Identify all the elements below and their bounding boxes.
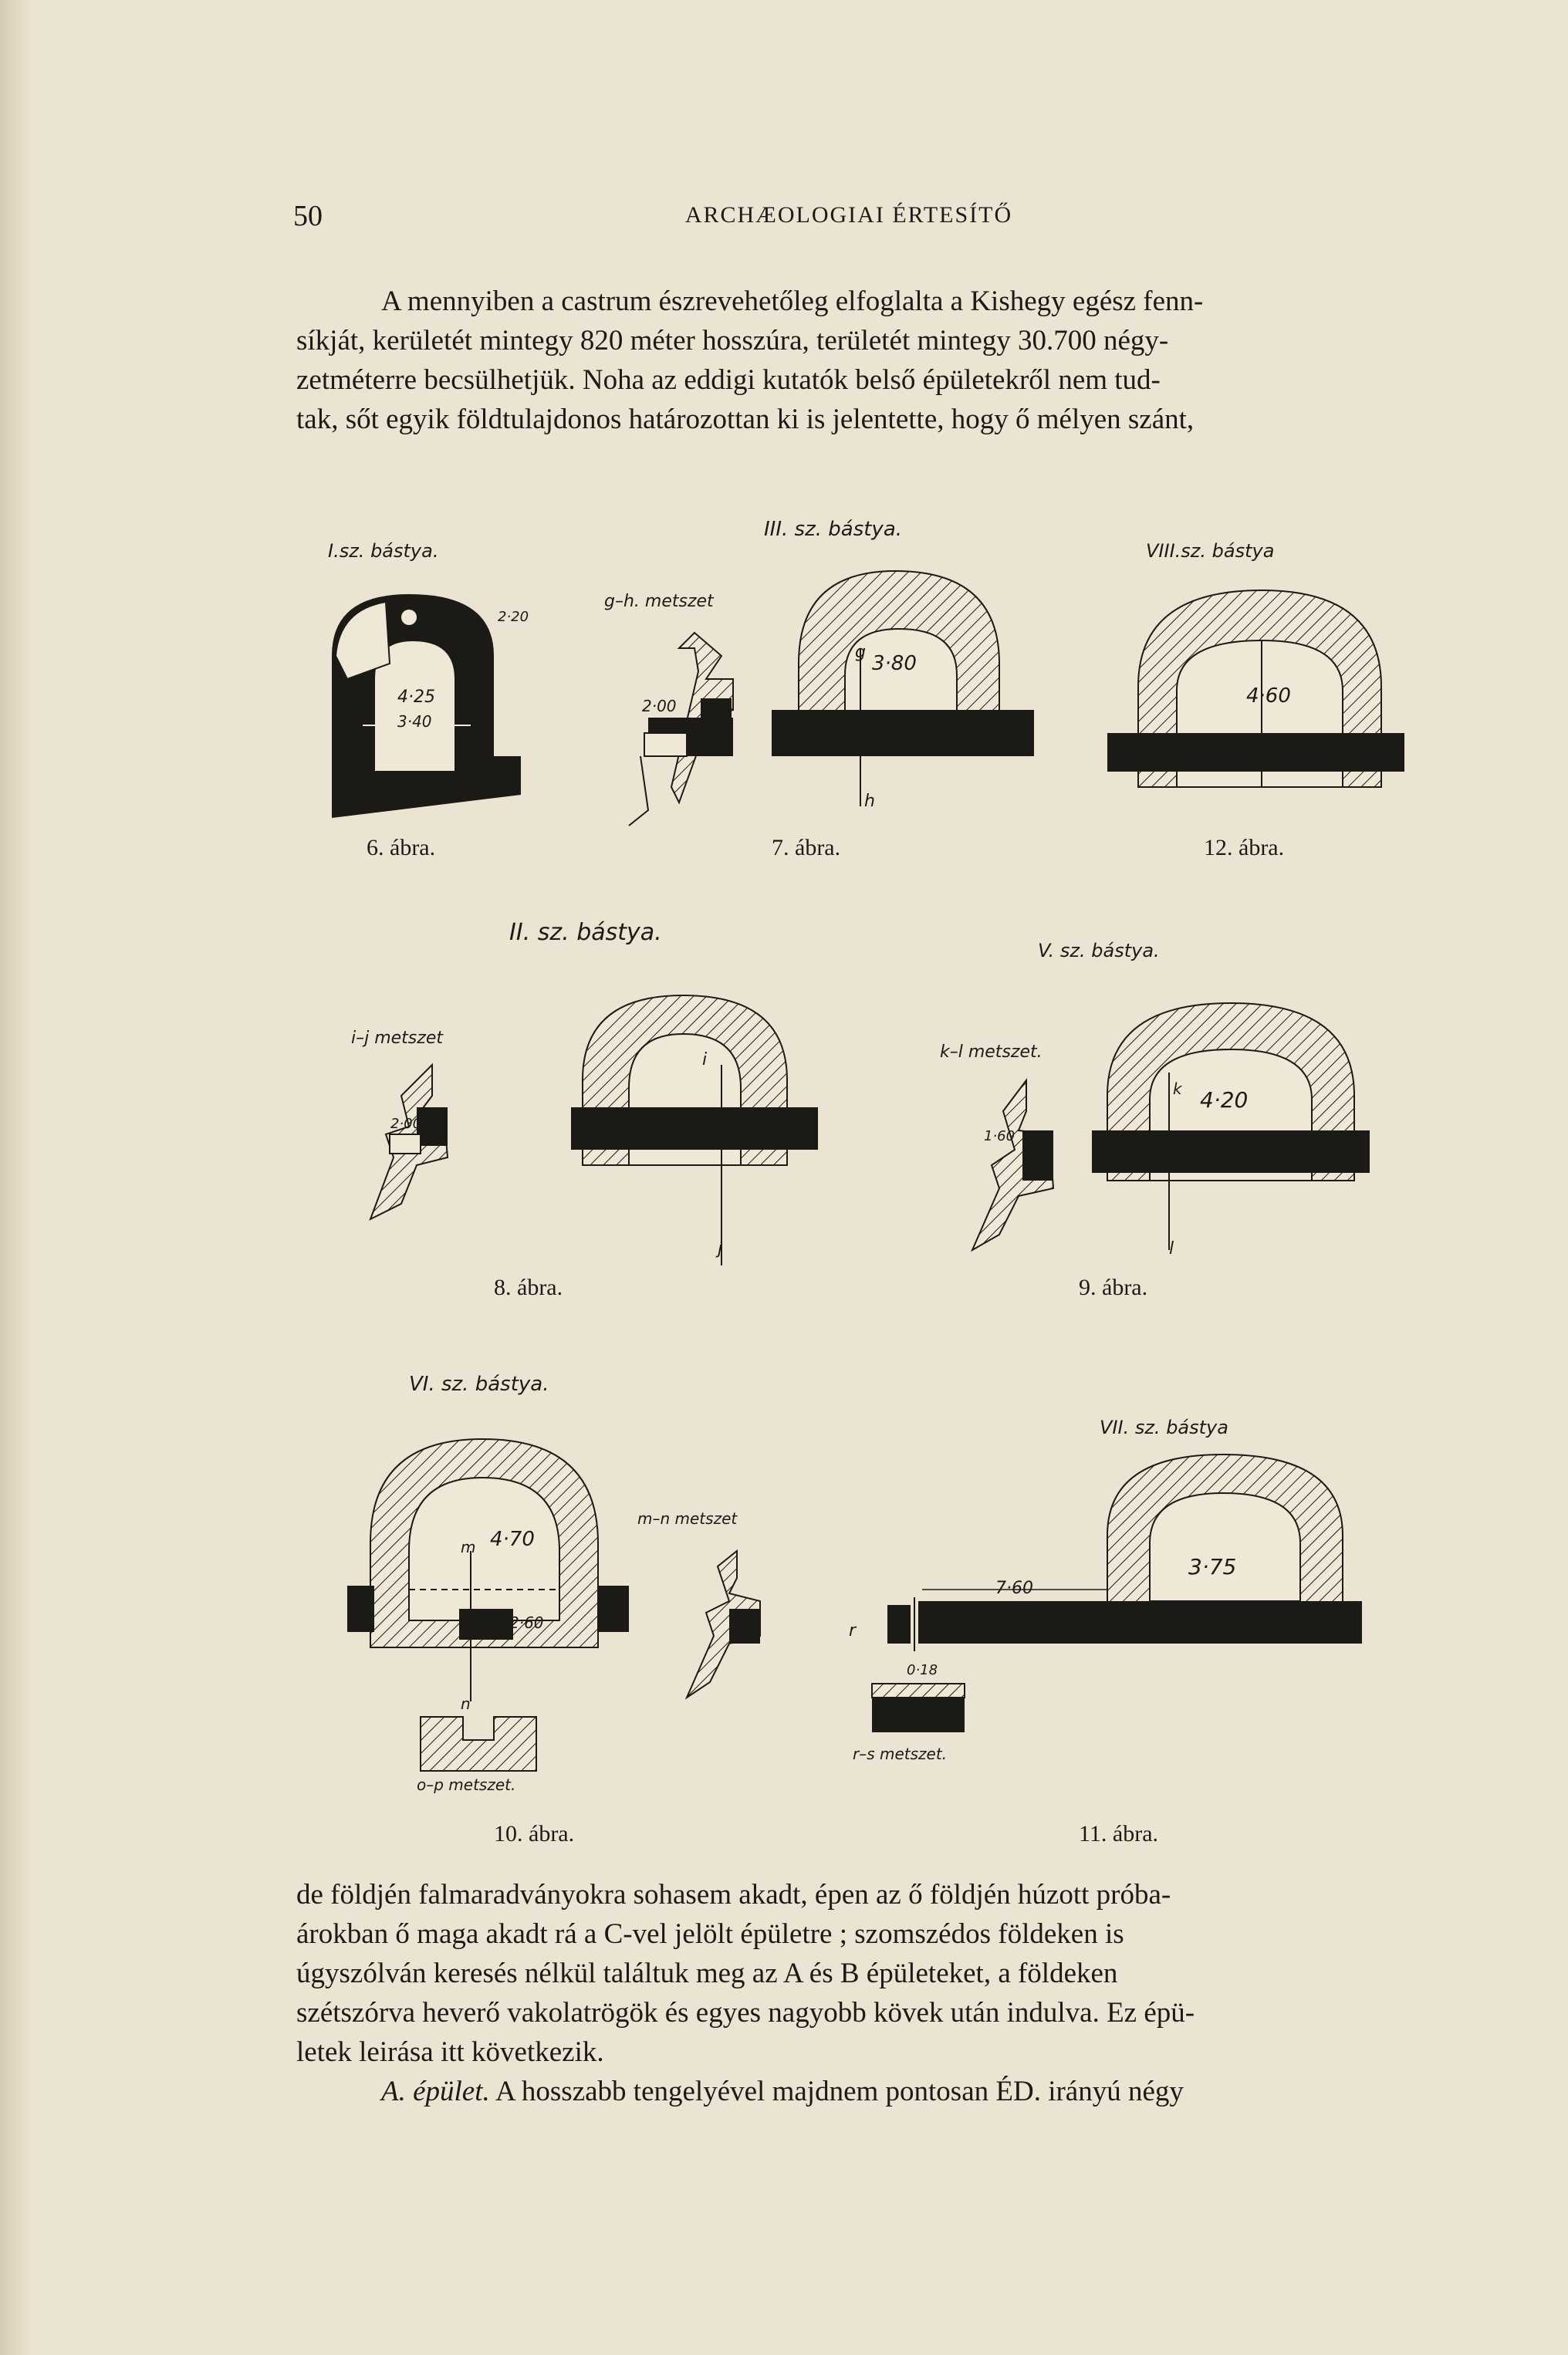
figure-7-dim-a: 3·80	[872, 652, 917, 675]
paragraph-top: A mennyiben a castrum észrevehetőleg elf…	[296, 282, 1414, 439]
figure-10-caption: 10. ábra.	[494, 1821, 575, 1846]
text-line: A mennyiben a castrum észrevehetőleg elf…	[381, 286, 1204, 317]
figure-7-mark-h: h	[864, 792, 875, 811]
text-line: szétszórva heverő vakolatrögök és egyes …	[296, 1997, 1195, 2029]
figure-11-dim-a: 7·60	[995, 1579, 1033, 1598]
figure-9-title: V. sz. bástya.	[1038, 940, 1160, 961]
figure-11-title: VII. sz. bástya	[1100, 1417, 1228, 1438]
running-title: ARCHÆOLOGIAI ÉRTESÍTŐ	[684, 202, 1013, 228]
page-number: 50	[293, 200, 323, 232]
figure-10-dim-b: 2·60	[509, 1613, 544, 1632]
figure-8-section: 2·00 i–j metszet	[351, 1029, 449, 1221]
text-line: zetméterre becsülhetjük. Noha az eddigi …	[296, 364, 1161, 396]
figure-9-caption: 9. ábra.	[1079, 1275, 1148, 1300]
figure-9-dim-a: 4·20	[1200, 1087, 1248, 1113]
figure-8-plan: i j II. sz. bástya.	[509, 919, 818, 1265]
figure-7-section-label: g–h. metszet	[604, 592, 715, 611]
figure-9-section-label: k–l metszet.	[940, 1042, 1043, 1062]
figure-10-title: VI. sz. bástya.	[409, 1373, 549, 1396]
text-line-section-start: A. épület. A hosszabb tengelyével majdne…	[296, 2072, 1414, 2111]
text-line: árokban ő maga akadt rá a C-vel jelölt é…	[296, 1918, 1124, 1950]
figure-11-mark-r: r	[849, 1621, 857, 1640]
text-line: de földjén falmaradványokra sohasem akad…	[296, 1879, 1171, 1911]
figure-11-dim-b: 3·75	[1188, 1554, 1236, 1580]
figure-7-mark-g: g	[855, 643, 866, 662]
figure-11-caption: 11. ábra.	[1079, 1821, 1159, 1846]
figure-11-plan: 7·60 3·75 r VII. sz. bástya 0·18 r–s met…	[849, 1417, 1362, 1763]
page-fold-shadow	[0, 0, 35, 2355]
figure-6-plan: 4·25 3·40 2·20 I.sz. bástya.	[328, 540, 529, 818]
figure-6-dim-b: 3·40	[397, 712, 432, 731]
figure-7-plan: 3·80 g h III. sz. bástya.	[764, 518, 1034, 811]
figure-6-dim-c: 2·20	[498, 609, 529, 625]
figure-12-caption: 12. ábra.	[1204, 835, 1285, 860]
figure-9-mark-l: l	[1169, 1239, 1174, 1259]
figure-12-title: VIII.sz. bástya	[1146, 540, 1274, 562]
figure-9-section: 1·60 k–l metszet.	[940, 1042, 1055, 1252]
figure-10-plan: 4·70 2·60 m n VI. sz. bástya. o–p metsze…	[347, 1373, 629, 1794]
figure-8-caption: 8. ábra.	[494, 1275, 563, 1300]
text-line: úgyszólván keresés nélkül találtuk meg a…	[296, 1958, 1118, 1989]
figure-7-title: III. sz. bástya.	[764, 518, 902, 541]
figure-6-title: I.sz. bástya.	[328, 540, 438, 562]
page-header: 50 ARCHÆOLOGIAI ÉRTESÍTŐ	[293, 199, 1404, 238]
figure-10-section-b-label: o–p metszet.	[417, 1776, 515, 1794]
figure-6-caption: 6. ábra.	[367, 835, 436, 860]
figure-7-section: 2·00 g–h. metszet	[604, 592, 734, 826]
figure-8-title: II. sz. bástya.	[509, 919, 662, 946]
figure-9-dim-b: 1·60	[984, 1128, 1015, 1144]
figure-11-section-label: r–s metszet.	[853, 1745, 947, 1763]
figure-10-mark-m: m	[461, 1538, 475, 1556]
paragraph-bottom: de földjén falmaradványokra sohasem akad…	[296, 1875, 1414, 2111]
figure-10-section: m–n metszet	[637, 1509, 761, 1700]
figure-12-plan: 4·60 VIII.sz. bástya	[1107, 540, 1404, 788]
figure-10-mark-n: n	[461, 1694, 471, 1713]
figure-8-section-label: i–j metszet	[351, 1029, 444, 1048]
text-line: tak, sőt egyik földtulajdonos határozott…	[296, 404, 1195, 435]
section-heading: A. épület.	[381, 2076, 490, 2107]
figure-12-dim-a: 4·60	[1246, 684, 1291, 708]
text-line-rest: A hosszabb tengelyével majdnem pontosan …	[495, 2076, 1184, 2107]
text-line: síkját, kerületét mintegy 820 méter hoss…	[296, 325, 1169, 356]
figure-9-mark-k: k	[1173, 1080, 1183, 1098]
figure-7-dim-b: 2·00	[642, 697, 677, 715]
figure-8-mark-i: i	[702, 1050, 707, 1069]
figure-11-dim-c: 0·18	[907, 1662, 938, 1678]
figure-7-caption: 7. ábra.	[772, 835, 841, 860]
figure-10-section-a-label: m–n metszet	[637, 1509, 738, 1528]
figure-8-mark-j: j	[715, 1239, 723, 1259]
figure-8-dim-a: 2·00	[390, 1116, 421, 1132]
figure-9-plan: 4·20 k l V. sz. bástya.	[1038, 940, 1370, 1259]
figure-6-dim-a: 4·25	[397, 688, 435, 707]
text-line: letek leirása itt következik.	[296, 2036, 604, 2068]
figure-10-dim-a: 4·70	[490, 1528, 535, 1551]
